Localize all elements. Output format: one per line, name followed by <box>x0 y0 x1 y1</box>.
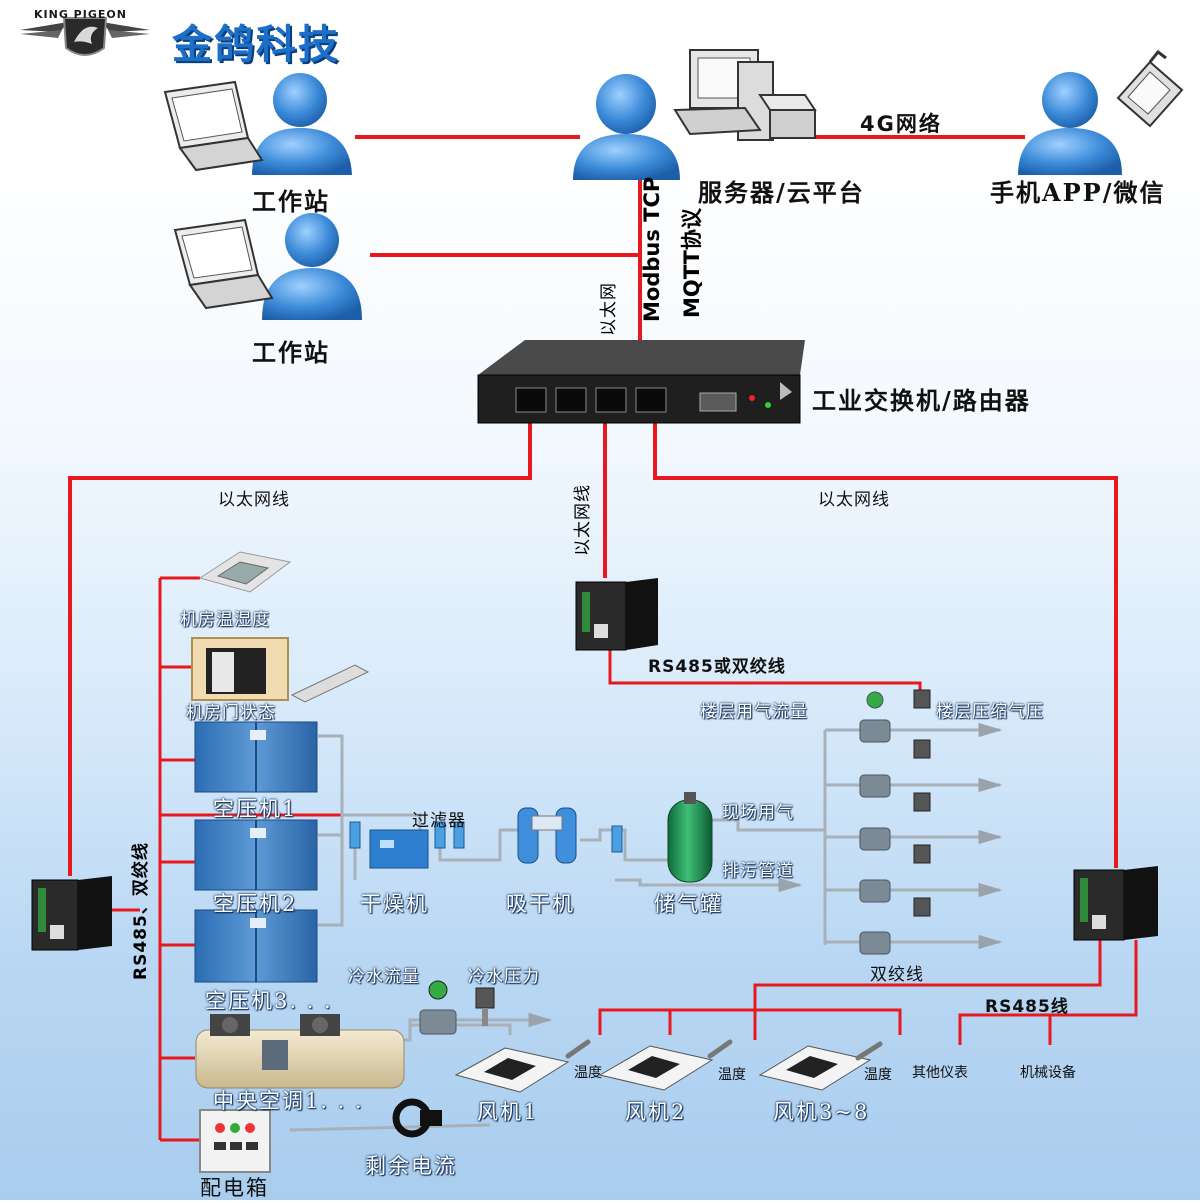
distribution-box-label: 配电箱 <box>200 1176 269 1200</box>
fan-coil-3 <box>758 1045 872 1091</box>
temp-probe-group <box>565 1039 883 1061</box>
fan-coil-2 <box>598 1045 714 1091</box>
ethernet-left-label: 以太网线 <box>218 490 290 510</box>
top-links <box>355 135 1025 345</box>
drain-pipe-label: 排污管道 <box>722 861 794 881</box>
laptop-icon <box>163 80 264 172</box>
current-sensor-icon <box>392 1098 442 1138</box>
temp-label-1: 温度 <box>574 1065 602 1081</box>
brand-name-cn: 金鸽科技 <box>172 22 340 68</box>
temp-label-2: 温度 <box>718 1067 746 1083</box>
dryer-label: 干燥机 <box>360 892 429 916</box>
compressor-3-label: 空压机3. . . <box>205 989 333 1013</box>
door-status-icon <box>191 637 370 703</box>
residual-current-label: 剩余电流 <box>365 1154 457 1178</box>
twisted-pair-label: 双绞线 <box>870 965 924 985</box>
adsorption-dryer-icon <box>517 807 577 864</box>
central-ac-chiller <box>195 1014 405 1089</box>
ethernet-center-label: 以太网线 <box>573 484 593 556</box>
rs485-links <box>112 576 1138 1142</box>
mech-equipment-label: 机械设备 <box>1020 1065 1076 1081</box>
ethernet-right-label: 以太网线 <box>818 490 890 510</box>
chilled-water-pressure-sensor <box>475 987 495 1026</box>
fan-coil-1 <box>454 1047 570 1093</box>
mobile-phone-icon <box>1116 49 1184 128</box>
air-compressor-2 <box>194 819 318 891</box>
server-computer-icon <box>673 49 817 141</box>
flow-meter-group <box>859 691 891 955</box>
person-icon <box>573 74 680 180</box>
air-compressor-1 <box>194 721 318 793</box>
storage-tank-label: 储气罐 <box>654 892 723 916</box>
network-4g-label: 4G网络 <box>860 112 942 136</box>
central-ac-label: 中央空调1. . . <box>213 1089 364 1113</box>
protocol-mqtt-label: MQTT协议 <box>680 208 704 318</box>
fan-3-label: 风机3~8 <box>773 1100 870 1124</box>
compressor-2-label: 空压机2 <box>213 892 298 916</box>
io-module-right <box>1073 866 1158 941</box>
io-module-left <box>31 876 112 951</box>
fan-1-label: 风机1 <box>477 1100 539 1124</box>
person-icon <box>1018 72 1122 175</box>
temp-humidity-sensor <box>198 551 292 593</box>
chilled-flow-label: 冷水流量 <box>348 967 420 987</box>
filter-label: 过滤器 <box>412 811 466 831</box>
chilled-pressure-label: 冷水压力 <box>468 967 540 987</box>
switch-links <box>68 420 1118 876</box>
laptop-icon <box>173 218 274 310</box>
io-module-center <box>575 578 658 651</box>
other-meters-label: 其他仪表 <box>912 1065 968 1081</box>
workstation-label-1: 工作站 <box>252 187 330 216</box>
ethernet-vertical-label: 以太网 <box>599 282 619 336</box>
floor-pressure-label: 楼层压缩气压 <box>936 702 1044 722</box>
server-label: 服务器/云平台 <box>698 178 865 207</box>
distribution-box <box>199 1109 271 1173</box>
person-icon <box>262 213 362 320</box>
room-door-label: 机房门状态 <box>186 703 276 723</box>
mobile-label: 手机APP/微信 <box>990 178 1166 207</box>
storage-tank-icon <box>667 792 713 883</box>
pressure-sensor-group <box>913 689 931 917</box>
room-temp-label: 机房温湿度 <box>180 610 270 630</box>
person-icon <box>252 73 352 175</box>
workstation-label-2: 工作站 <box>252 338 330 367</box>
brand-logo <box>20 17 150 56</box>
brand-name-en: KING PIGEON <box>34 8 127 21</box>
dryer-icon <box>369 829 429 869</box>
fan-2-label: 风机2 <box>625 1100 687 1124</box>
industrial-switch <box>477 340 805 424</box>
temp-label-3: 温度 <box>864 1067 892 1083</box>
site-air-label: 现场用气 <box>722 803 794 823</box>
protocol-modbus-label: Modbus TCP <box>640 176 664 322</box>
switch-label: 工业交换机/路由器 <box>812 386 1031 415</box>
filter-icon <box>349 821 623 853</box>
rs485-right-label: RS485线 <box>985 997 1069 1017</box>
adsorption-dryer-label: 吸干机 <box>506 892 575 916</box>
air-compressor-3 <box>194 909 318 983</box>
chilled-water-flowmeter <box>419 980 457 1035</box>
compressor-1-label: 空压机1 <box>213 797 298 821</box>
floor-flow-label: 楼层用气流量 <box>700 702 808 722</box>
rs485-or-twisted-label: RS485或双绞线 <box>648 657 786 677</box>
rs485-left-label: RS485、双绞线 <box>131 842 151 980</box>
